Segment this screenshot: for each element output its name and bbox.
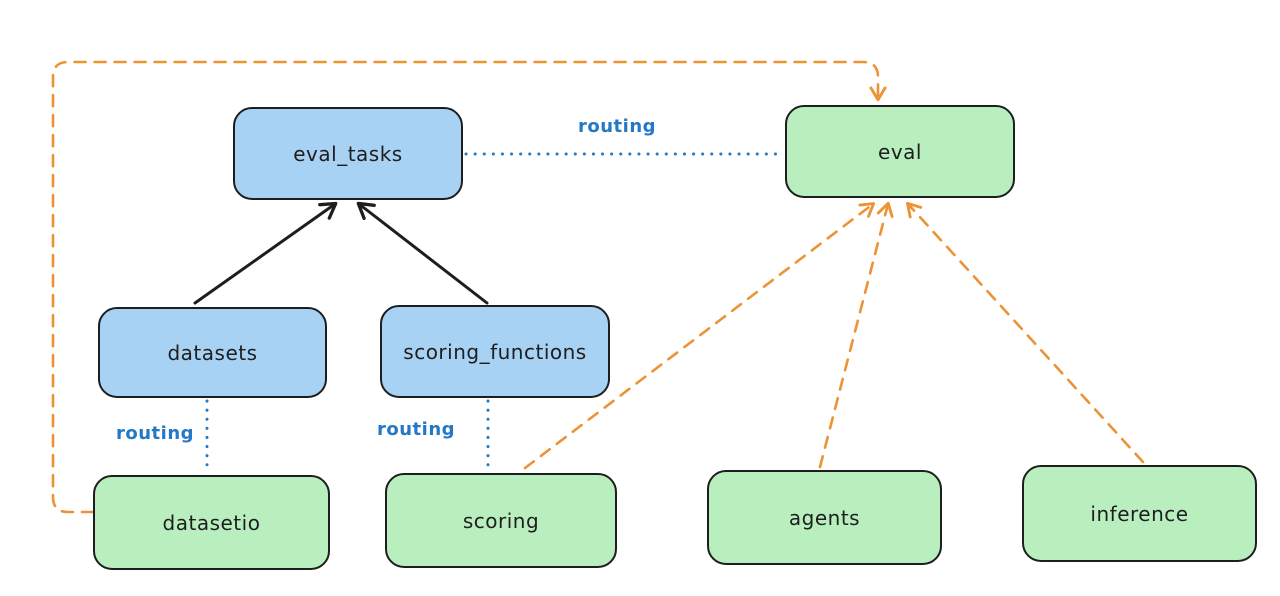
edge-datasets-to-eval-tasks [193,201,338,305]
node-agents: agents [707,470,942,565]
routing-label-scoring-functions-scoring: routing [377,419,456,440]
node-scoring-functions: scoring_functions [380,305,610,398]
node-datasets-label: datasets [167,340,258,365]
node-eval-label: eval [878,139,922,164]
node-scoring-functions-label: scoring_functions [403,339,587,364]
node-agents-label: agents [788,505,861,530]
routing-label-eval-tasks-eval: routing [578,116,657,137]
node-datasetio-label: datasetio [162,510,261,535]
node-inference: inference [1022,465,1257,562]
edge-scoring-to-eval [523,202,876,470]
node-eval-tasks: eval_tasks [233,107,463,200]
node-eval: eval [785,105,1015,198]
node-inference-label: inference [1090,501,1189,526]
routing-label-datasets-datasetio: routing [116,423,195,444]
edge-datasetio-to-eval [51,60,887,514]
node-scoring-label: scoring [462,508,540,533]
node-datasets: datasets [98,307,327,398]
node-scoring: scoring [385,473,617,568]
edge-agents-to-eval [818,201,894,469]
node-eval-tasks-label: eval_tasks [293,141,403,166]
node-datasetio: datasetio [93,475,330,570]
edge-inference-to-eval [906,201,1145,464]
edge-scoring-functions-to-eval-tasks [356,201,489,305]
